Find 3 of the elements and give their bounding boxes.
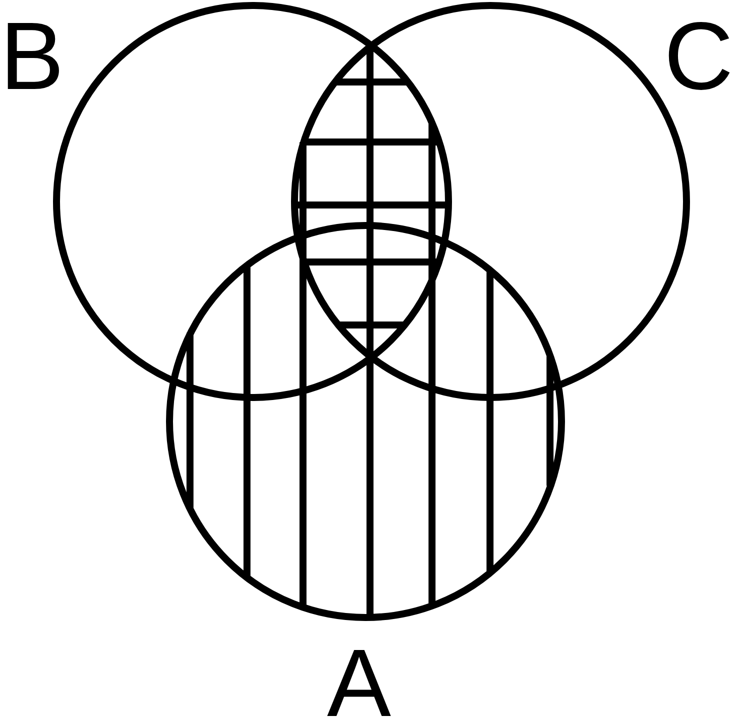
set-label: A: [327, 646, 392, 723]
set-label: C: [664, 19, 734, 96]
set-label: B: [0, 19, 64, 96]
